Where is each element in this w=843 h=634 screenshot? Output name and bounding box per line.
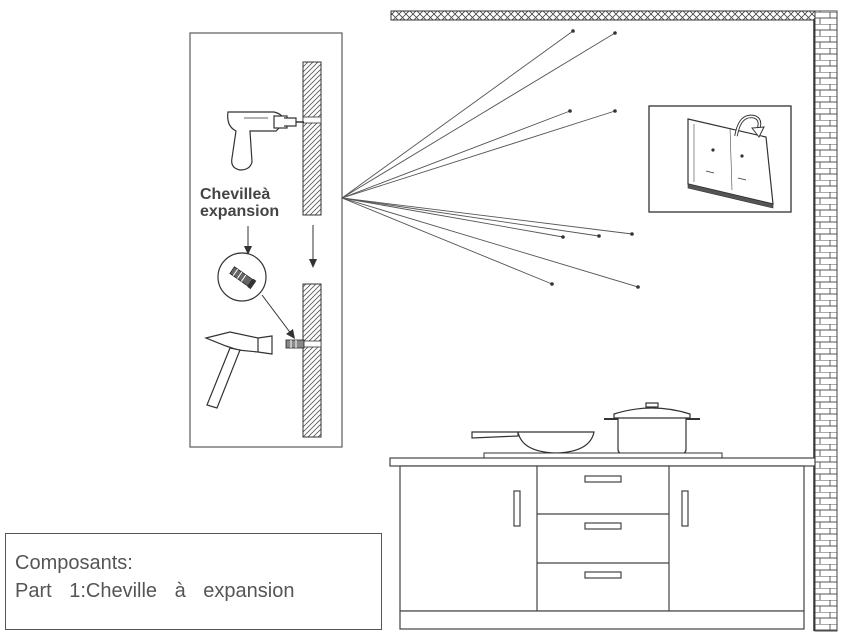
door-handle-left	[513, 490, 521, 527]
hole-points	[550, 29, 640, 289]
ceiling-hatch	[390, 10, 816, 21]
inserted-plug	[285, 339, 305, 349]
wall-section-bottom	[302, 283, 322, 438]
door-handle-right	[681, 490, 689, 527]
drawer-handle-3	[584, 571, 622, 579]
cooking-pot	[604, 402, 700, 455]
drill-icon	[227, 111, 304, 171]
drilling-steps-panel	[189, 32, 343, 448]
hob-plate	[483, 452, 723, 459]
wall-section-top	[302, 61, 322, 216]
wok-pan	[471, 431, 595, 454]
components-part-1: Part 1:Cheville à expansion	[15, 580, 295, 602]
components-box: Composants: Part 1:Cheville à expansion	[5, 533, 382, 630]
hammer-icon	[204, 331, 273, 409]
drawer-handle-2	[584, 522, 622, 530]
label-expansion: expansion	[200, 203, 280, 220]
hole-position-lines	[341, 30, 639, 288]
brick-wall	[814, 10, 838, 632]
components-title: Composants:	[15, 552, 133, 574]
kitchen-cabinet	[389, 457, 816, 630]
drawer-handle-1	[584, 475, 622, 483]
template-inset	[648, 105, 792, 213]
label-cheville: Chevilleà	[200, 186, 271, 203]
